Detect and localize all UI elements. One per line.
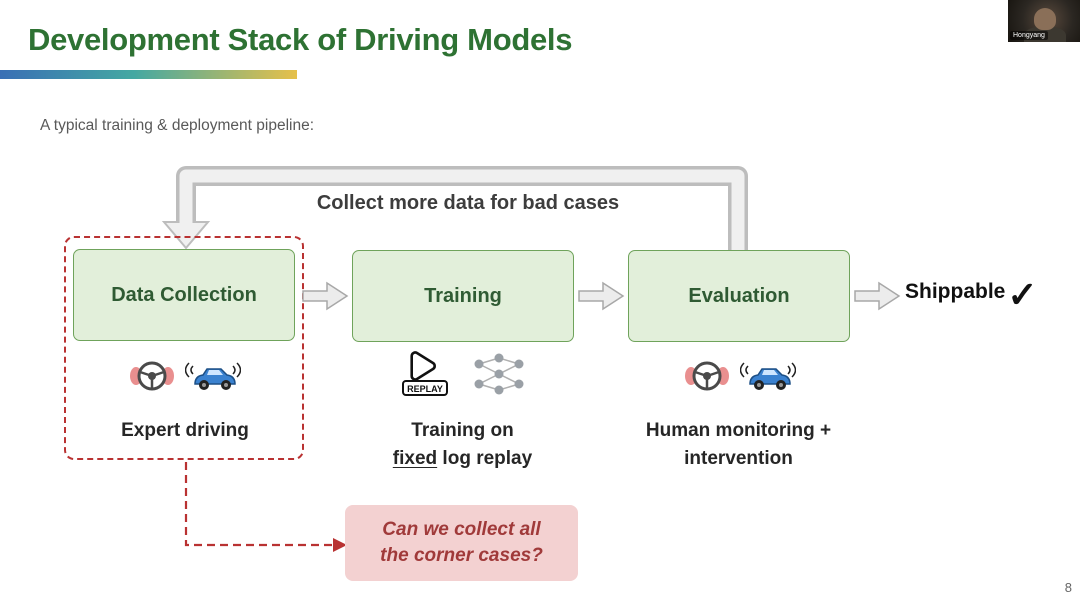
data-collection-box: Data Collection (73, 249, 295, 341)
replay-icon: REPLAY (402, 351, 448, 396)
training-caption-line2-rest: log replay (437, 448, 533, 469)
shippable-label: Shippable (905, 280, 1006, 303)
training-box-label: Training (424, 284, 502, 307)
training-caption-underlined-word: fixed (392, 448, 438, 469)
data-collection-caption: Expert driving (121, 420, 249, 441)
webcam-person-head (1034, 8, 1056, 30)
corner-cases-question-box: Can we collect all the corner cases? (345, 505, 578, 581)
evaluation-box-label: Evaluation (688, 284, 790, 307)
slide-title: Development Stack of Driving Models (28, 22, 573, 57)
evaluation-caption-line1: Human monitoring + (645, 420, 832, 441)
autonomous-car-icon (185, 362, 241, 390)
evaluation-icons (665, 356, 815, 396)
pipeline-subtitle: A typical training & deployment pipeline… (40, 117, 314, 134)
evaluation-caption-line2: intervention (684, 448, 793, 469)
training-box: Training (352, 250, 574, 342)
steering-wheel-icon (685, 361, 729, 391)
training-caption-line1: Training on (411, 420, 514, 441)
flow-arrow-icon (854, 281, 901, 311)
data-collection-highlight-outline (64, 236, 304, 460)
training-caption-line2: fixed log replay (352, 445, 573, 473)
checkmark-icon: ✓ (1007, 274, 1038, 315)
replay-icon-label: REPLAY (407, 384, 443, 394)
question-line2: the corner cases? (380, 545, 543, 566)
evaluation-caption: Human monitoring + intervention (628, 417, 849, 473)
question-connector-arrow (184, 462, 347, 552)
training-icons: REPLAY (390, 350, 540, 398)
shippable-result: Shippable ✓ (905, 274, 1070, 315)
data-collection-icons (110, 356, 260, 396)
feedback-loop-label: Collect more data for bad cases (316, 192, 620, 214)
neural-network-icon (474, 353, 524, 395)
page-number: 8 (1064, 580, 1072, 595)
steering-wheel-icon (130, 361, 174, 391)
data-collection-box-label: Data Collection (111, 283, 257, 306)
autonomous-car-icon (740, 362, 796, 390)
webcam-tile[interactable]: Hongyang (1008, 0, 1080, 42)
question-line1: Can we collect all (382, 519, 541, 540)
evaluation-box: Evaluation (628, 250, 850, 342)
training-caption: Training on fixed log replay (352, 417, 573, 473)
webcam-name-label: Hongyang (1010, 31, 1048, 40)
title-accent-bar (0, 70, 297, 79)
flow-arrow-icon (578, 281, 625, 311)
flow-arrow-icon (302, 281, 349, 311)
